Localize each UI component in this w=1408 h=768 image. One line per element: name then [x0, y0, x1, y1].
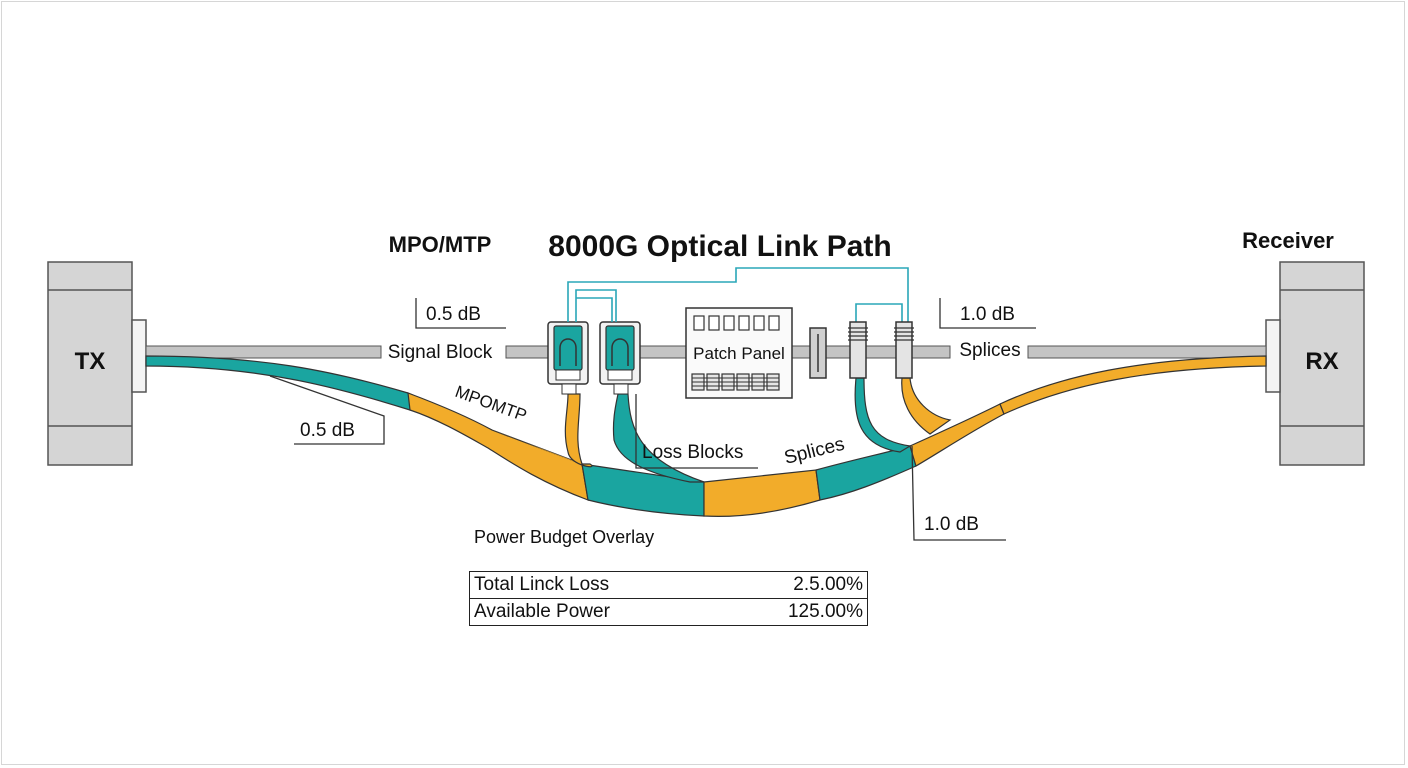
- diagram-title: 8000G Optical Link Path: [548, 230, 891, 263]
- patch-panel: [685, 307, 793, 399]
- splice-connector-right: [894, 321, 914, 379]
- rx-label: RX: [1305, 348, 1338, 375]
- budget-row-value: 125.00%: [721, 598, 868, 626]
- patch-panel-ports-top: [693, 315, 780, 331]
- splices-top-label: Splices: [959, 340, 1020, 361]
- callout-lines: [269, 298, 1036, 541]
- table-row: Total Linck Loss 2.5.00%: [470, 572, 868, 599]
- loss-label-top-right: 1.0 dB: [960, 304, 1015, 325]
- signal-block-label: Signal Block: [388, 342, 493, 363]
- mpo-header: MPO/MTP: [389, 232, 492, 257]
- patch-panel-label: Patch Panel: [693, 344, 785, 363]
- rx-module: [1265, 261, 1365, 466]
- budget-row-label: Total Linck Loss: [474, 574, 610, 595]
- budget-row-value: 2.5.00%: [793, 574, 863, 595]
- gray-fiber: [145, 345, 1267, 359]
- mpo-connector-right: [599, 321, 641, 395]
- tx-label: TX: [75, 348, 106, 375]
- mpo-connector-left: [547, 321, 589, 395]
- budget-row-label: Available Power: [469, 598, 722, 626]
- power-budget-overlay-label: Power Budget Overlay: [474, 527, 654, 547]
- loss-label-bottom-left: 0.5 dB: [300, 420, 355, 441]
- loss-label-bottom-right: 1.0 dB: [924, 514, 979, 535]
- tx-module: [47, 261, 147, 466]
- loss-blocks-label: Loss Blocks: [642, 442, 743, 463]
- table-row: Available Power 125.00%: [469, 598, 868, 626]
- loss-label-top-left: 0.5 dB: [426, 304, 481, 325]
- splices-curve-label: Splices: [782, 434, 847, 469]
- power-budget-table: Total Linck Loss 2.5.00% Available Power…: [469, 571, 868, 626]
- link-wires: [567, 267, 909, 322]
- splice-connector-left: [848, 321, 868, 379]
- receiver-header: Receiver: [1242, 228, 1334, 253]
- color-fiber-bundle: [145, 355, 1267, 517]
